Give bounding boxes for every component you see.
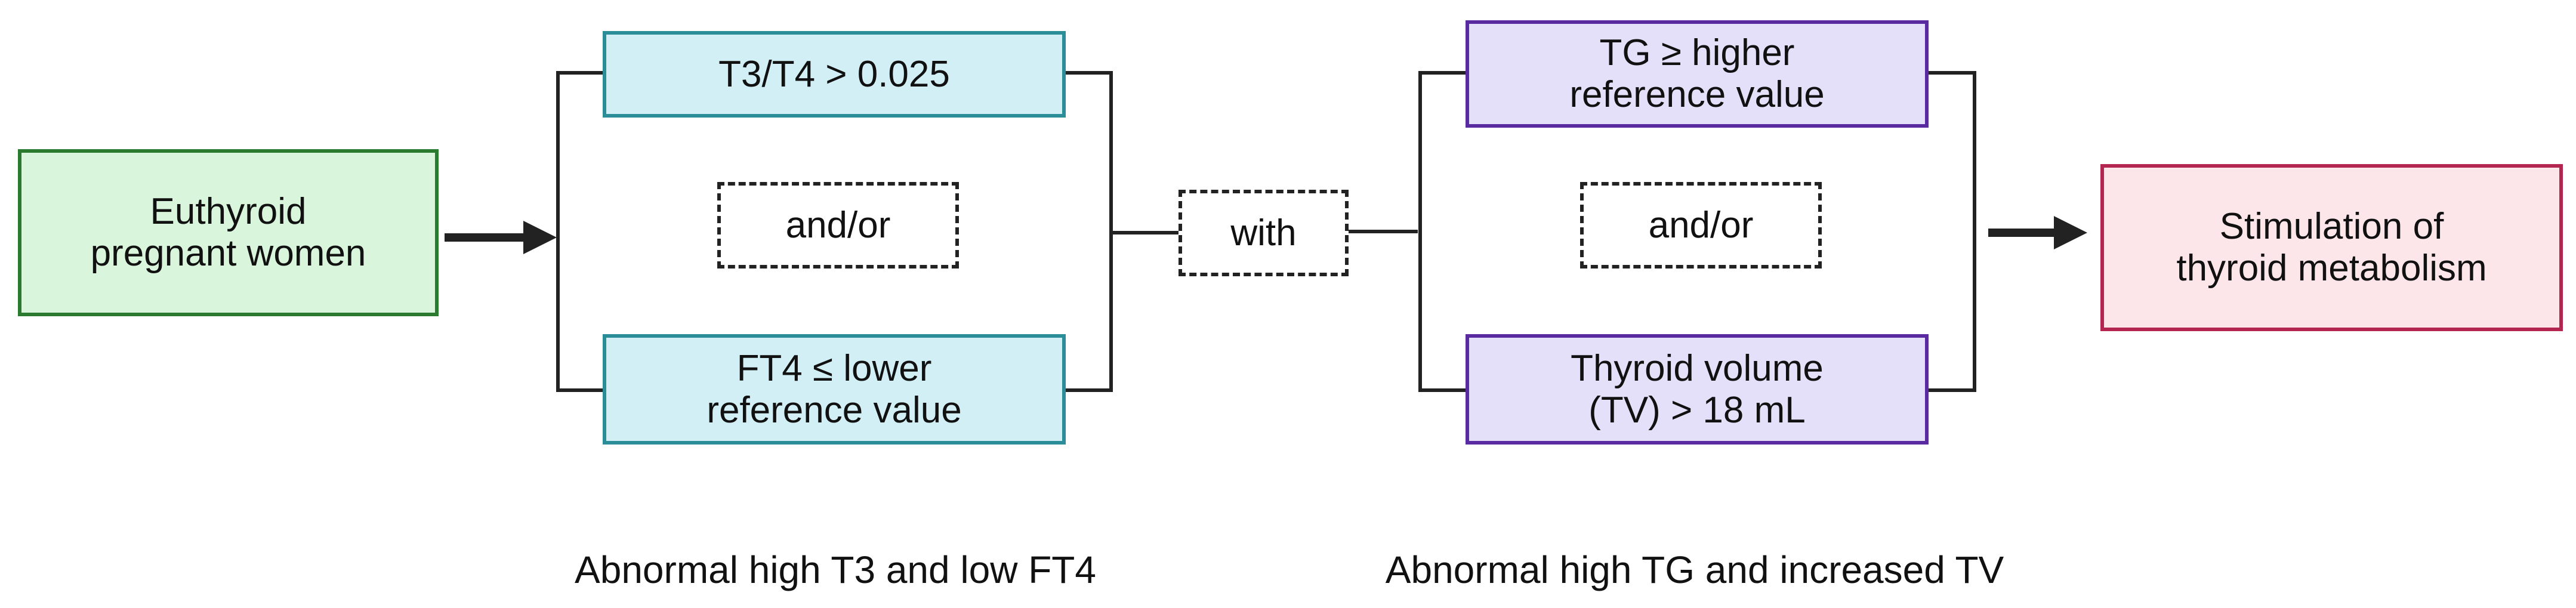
node-euthyroid-pregnant-women: Euthyroid pregnant women [18,149,439,316]
node-t3t4-line1: T3/T4 > 0.025 [718,53,950,95]
node-thyroid-volume: Thyroid volume (TV) > 18 mL [1466,334,1929,445]
node-end-line1: Stimulation of [2219,206,2444,247]
node-ft4-line1: FT4 ≤ lower [736,347,932,389]
node-ft4-lower: FT4 ≤ lower reference value [603,334,1066,445]
node-tg-higher: TG ≥ higher reference value [1466,20,1929,128]
node-andor-left-label: and/or [785,204,891,246]
node-stimulation-thyroid-metabolism: Stimulation of thyroid metabolism [2100,164,2563,331]
right-bracket-outer [1418,71,1466,392]
node-andor-right-label: and/or [1648,204,1754,246]
right-bracket-inner [1929,71,1976,392]
node-tv-line1: Thyroid volume [1571,347,1824,389]
node-with-label: with [1230,212,1297,254]
node-with: with [1179,190,1349,276]
node-and-or-left: and/or [717,182,959,268]
left-bracket-outer [556,71,603,392]
left-bracket-inner [1066,71,1113,392]
node-start-line1: Euthyroid [150,191,307,232]
node-tv-line2: (TV) > 18 mL [1588,389,1806,431]
node-tg-line2: reference value [1569,74,1825,115]
caption-right: Abnormal high TG and increased TV [1385,548,2004,591]
caption-left: Abnormal high T3 and low FT4 [575,548,1096,591]
node-ft4-line2: reference value [707,389,962,431]
node-end-line2: thyroid metabolism [2176,248,2487,289]
node-tg-line1: TG ≥ higher [1599,32,1795,73]
node-and-or-right: and/or [1580,182,1822,268]
node-start-line2: pregnant women [90,233,366,274]
node-t3-t4-ratio: T3/T4 > 0.025 [603,31,1066,118]
